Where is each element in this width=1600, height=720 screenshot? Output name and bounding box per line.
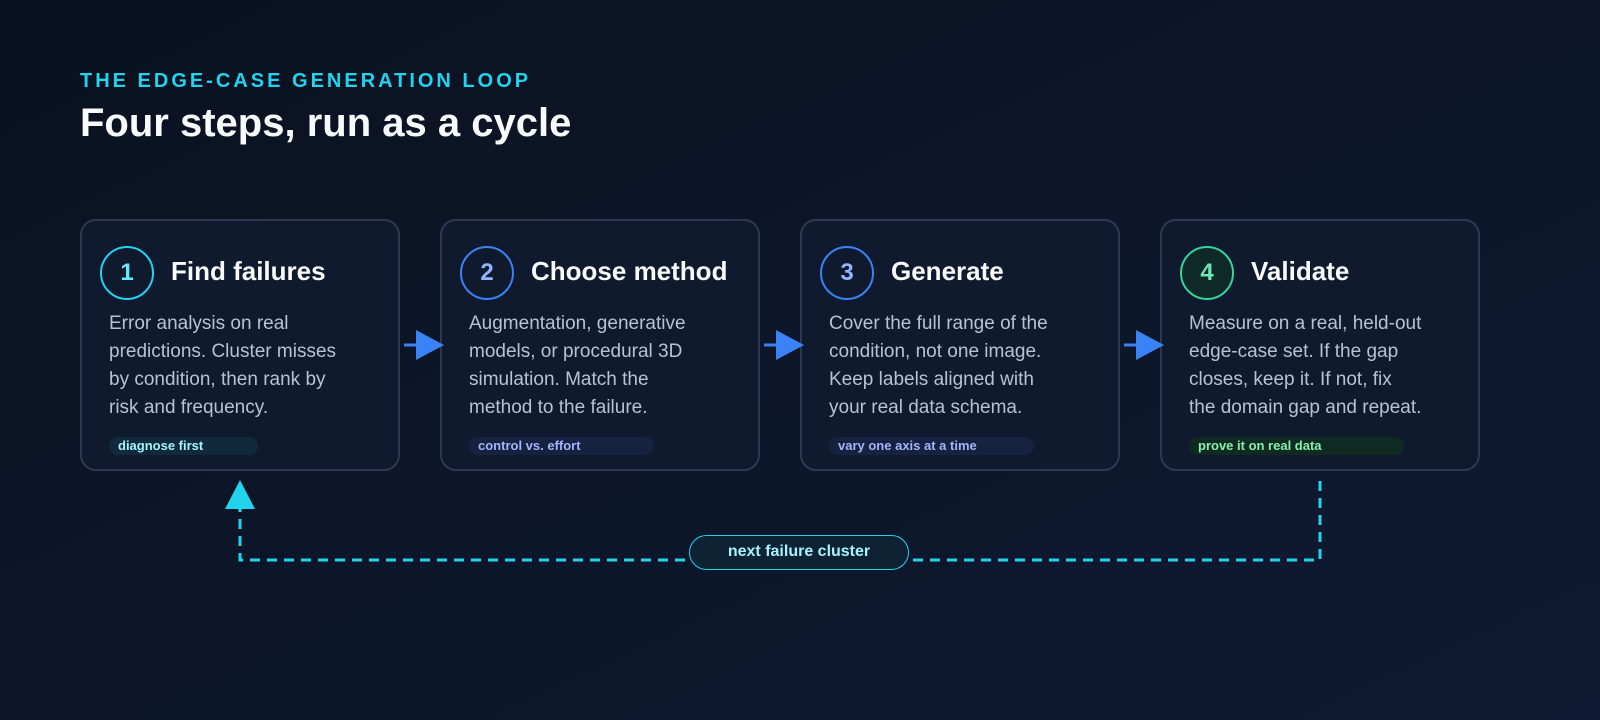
description-line: closes, keep it. If not, fix (1189, 369, 1392, 390)
step-number-badge: 3 (820, 246, 874, 300)
flow-arrow-icon (764, 330, 804, 360)
loop-label: next failure cluster (689, 535, 909, 570)
step-description: Cover the full range of the condition, n… (829, 310, 1109, 422)
step-title: Generate (891, 256, 1004, 286)
description-line: by condition, then rank by (109, 369, 326, 390)
description-line: your real data schema. (829, 397, 1023, 418)
description-line: Measure on a real, held-out (1189, 313, 1422, 334)
step-tag: prove it on real data (1189, 437, 1404, 455)
step-title: Find failures (171, 256, 326, 286)
arrow-head (1136, 330, 1164, 360)
description-line: edge-case set. If the gap (1189, 341, 1399, 362)
step-tag: diagnose first (109, 437, 258, 455)
description-line: the domain gap and repeat. (1189, 397, 1422, 418)
step-tag: control vs. effort (469, 437, 654, 455)
step-number-badge: 1 (100, 246, 154, 300)
description-line: Error analysis on real (109, 313, 289, 334)
step-number-badge: 2 (460, 246, 514, 300)
description-line: simulation. Match the (469, 369, 649, 390)
step-number-badge: 4 (1180, 246, 1234, 300)
step-description: Error analysis on real predictions. Clus… (109, 310, 389, 422)
step-card-validate: 4 Validate Measure on a real, held-out e… (1160, 219, 1480, 471)
step-title: Validate (1251, 256, 1350, 286)
flow-arrow-icon (1124, 330, 1164, 360)
description-line: models, or procedural 3D (469, 341, 683, 362)
eyebrow: THE EDGE-CASE GENERATION LOOP (80, 70, 532, 92)
arrow-head (776, 330, 804, 360)
description-line: risk and frequency. (109, 397, 269, 418)
description-line: Cover the full range of the (829, 313, 1048, 334)
description-line: predictions. Cluster misses (109, 341, 337, 362)
step-card-find-failures: 1 Find failures Error analysis on real p… (80, 219, 400, 471)
arrow-head (416, 330, 444, 360)
step-title: Choose method (531, 256, 728, 286)
page-title: Four steps, run as a cycle (80, 101, 572, 145)
description-line: method to the failure. (469, 397, 648, 418)
step-card-choose-method: 2 Choose method Augmentation, generative… (440, 219, 760, 471)
description-line: condition, not one image. (829, 341, 1042, 362)
description-line: Keep labels aligned with (829, 369, 1034, 390)
flow-arrow-icon (404, 330, 444, 360)
description-line: Augmentation, generative (469, 313, 686, 334)
loop-arrow-up-icon (225, 480, 255, 509)
step-description: Augmentation, generative models, or proc… (469, 310, 749, 422)
step-description: Measure on a real, held-out edge-case se… (1189, 310, 1469, 422)
step-card-generate: 3 Generate Cover the full range of the c… (800, 219, 1120, 471)
step-tag: vary one axis at a time (829, 437, 1034, 455)
